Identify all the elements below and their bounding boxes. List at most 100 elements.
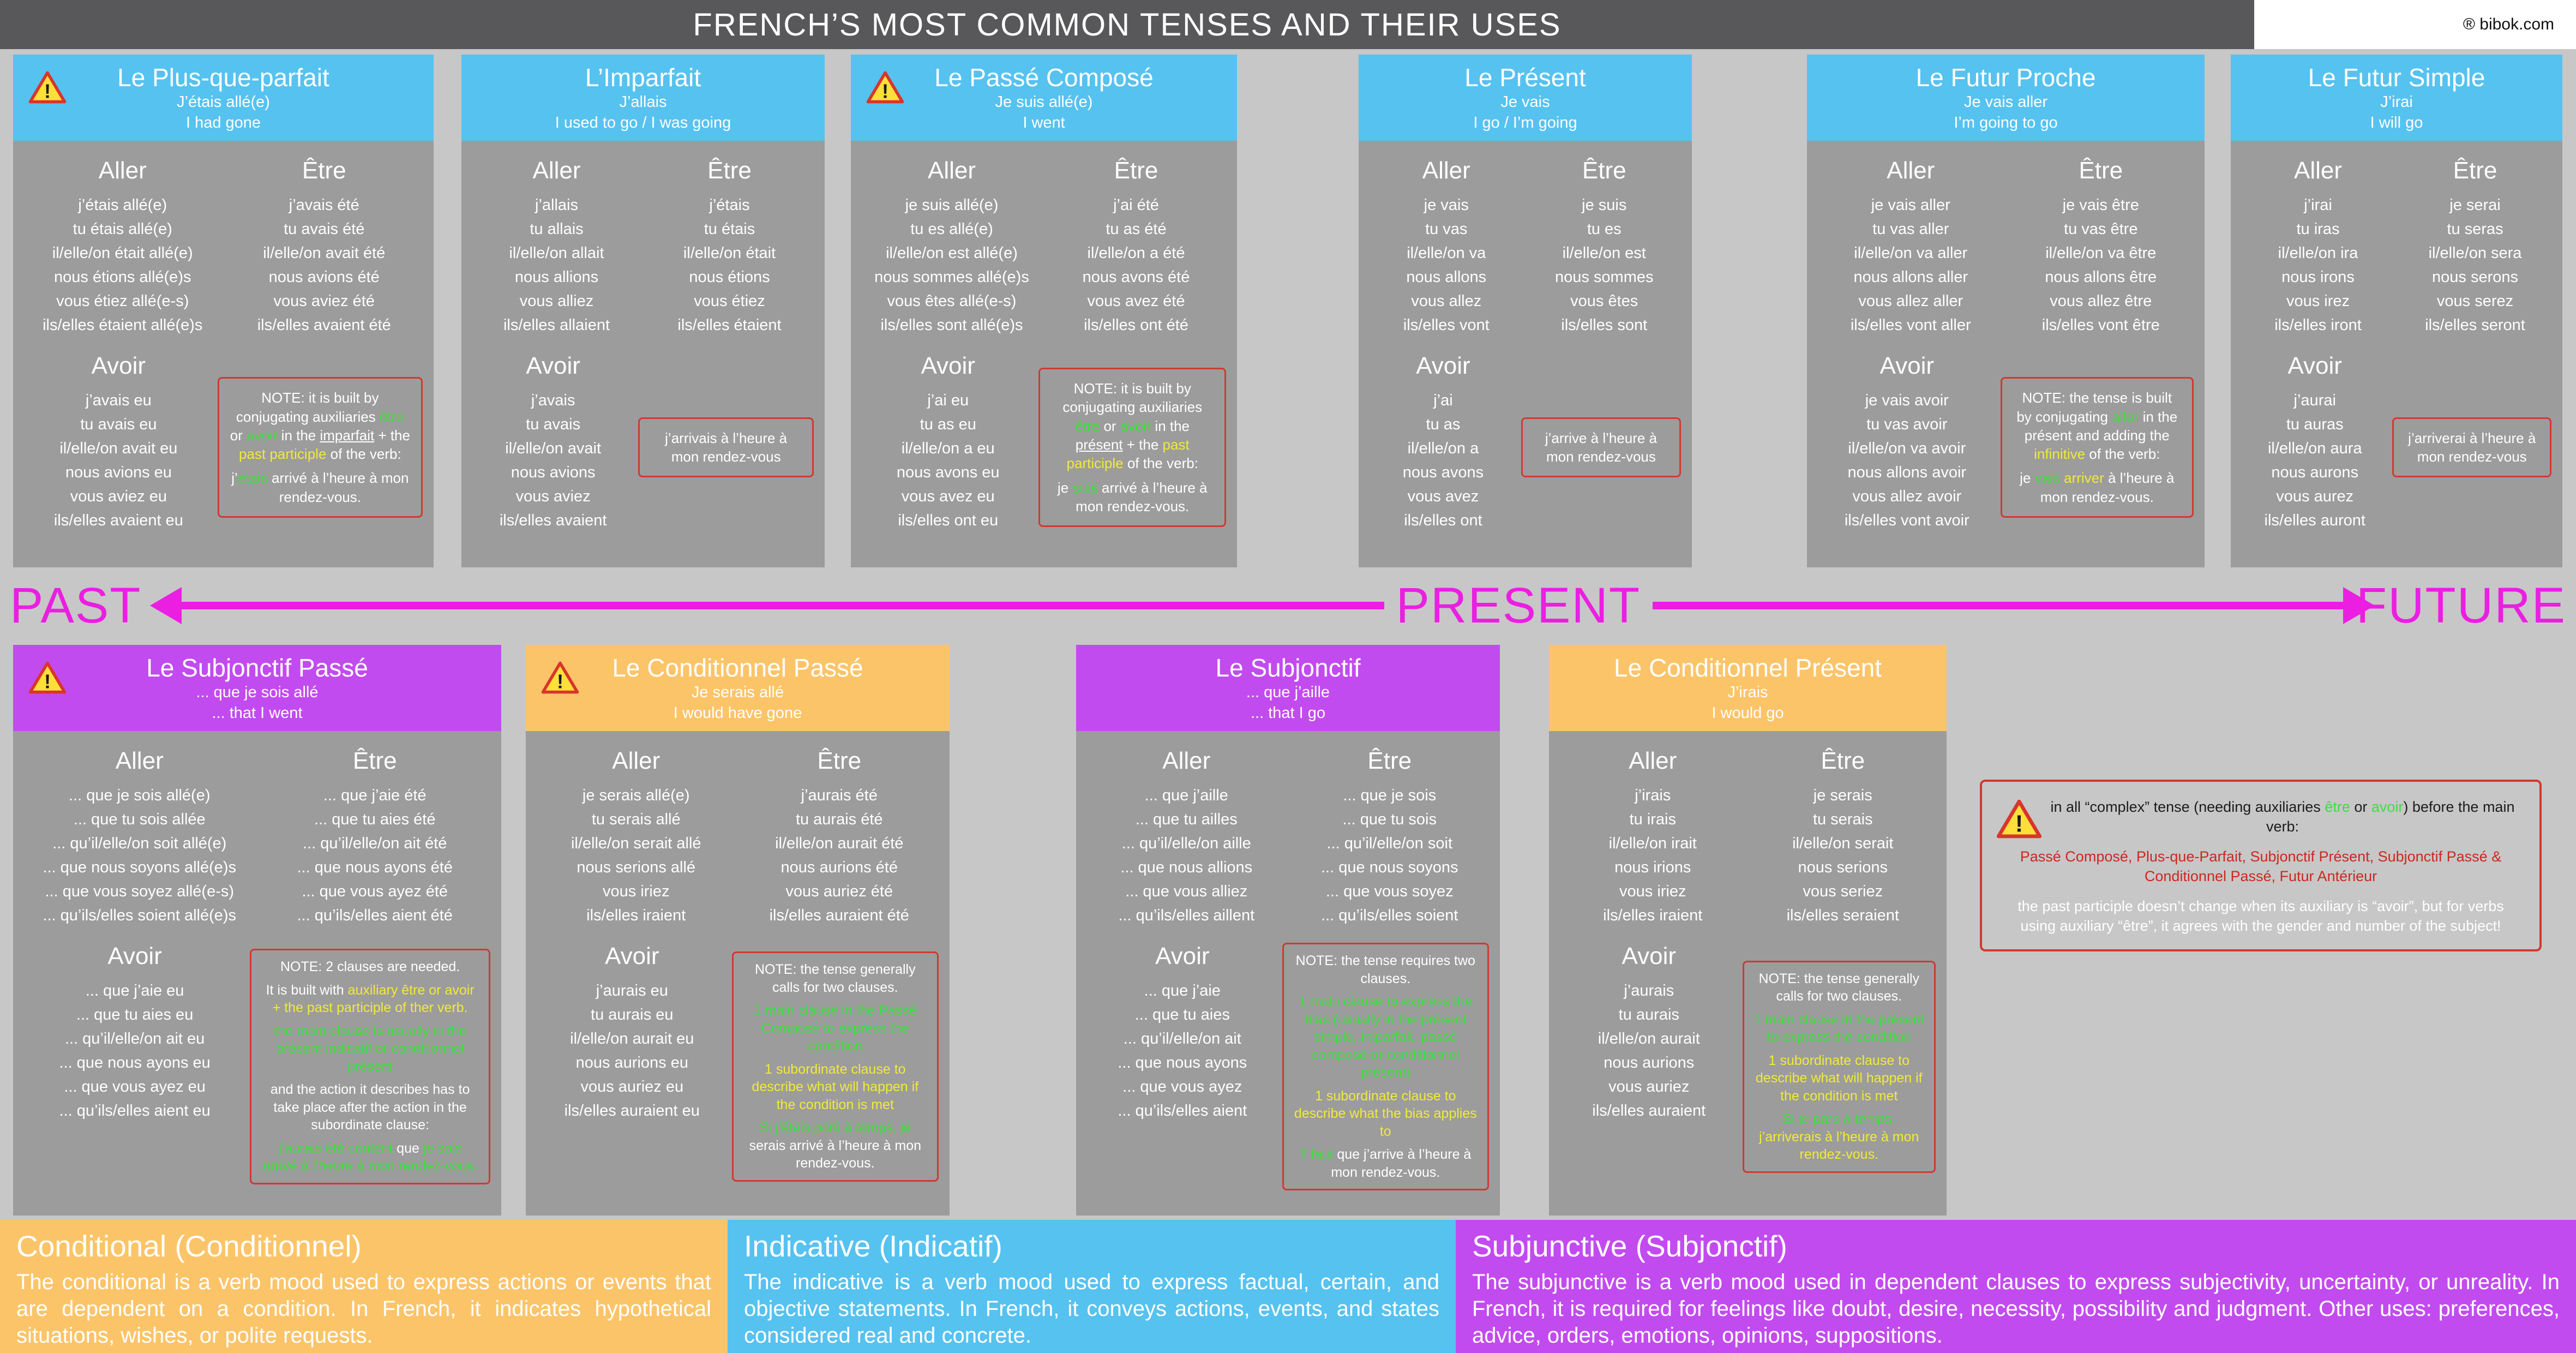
conjugation-line: nous avons eu <box>896 464 1000 482</box>
note-segment: arrivé à l’heure à mon rendez-vous. <box>267 470 409 505</box>
conjugation-line: ... que j’aille <box>1144 787 1228 805</box>
conjugation-line: il/elle/on irait <box>1608 835 1697 853</box>
conjugation-line: je vais <box>1424 196 1469 214</box>
etre-conjugation: Être... que je sois... que tu sois... qu… <box>1288 733 1492 927</box>
conjugation-line: il/elle/on a été <box>1087 244 1185 262</box>
conjugation-line: vous seriez <box>1803 883 1883 901</box>
conjugation-line: ils/elles vont être <box>2041 316 2160 334</box>
timeline-past-label: PAST <box>10 577 142 633</box>
conjugation-line: il/elle/on était <box>683 244 776 262</box>
timeline-future-label: FUTURE <box>2356 577 2566 633</box>
tense-title: Le Futur Simple <box>2308 63 2485 92</box>
usage-note: j’arrive à l’heure à mon rendez-vous <box>1521 417 1681 478</box>
note-line: NOTE: 2 clauses are needed. <box>260 958 480 976</box>
note-line: 1 main clause to express the bias (usual… <box>1293 993 1479 1082</box>
conjugation-line: ... que vous soyez allé(e-s) <box>45 883 235 901</box>
verb-heading-etre: Être <box>302 157 346 184</box>
conjugation-line: vous allez avoir <box>1852 488 1962 506</box>
conjugation-line: vous aviez été <box>273 292 375 310</box>
conjugation-line: ... que tu aies <box>1134 1006 1230 1024</box>
conjugation-line: j’avais été <box>289 196 359 214</box>
tense-title: Le Passé Composé <box>934 63 1154 92</box>
note-segment: être <box>1075 417 1100 434</box>
aller-conjugation: Aller... que j’aille... que tu ailles...… <box>1085 733 1288 927</box>
mood-description: The subjunctive is a verb mood used in d… <box>1472 1270 2560 1348</box>
verb-heading-avoir: Avoir <box>107 943 162 970</box>
note-segment: 1 subordinate clause to describe what th… <box>1294 1088 1477 1139</box>
brand-mark: ® bibok.com <box>2463 15 2554 33</box>
verb-heading-aller: Aller <box>1162 747 1211 775</box>
conjugation-line: vous êtes <box>1570 292 1638 310</box>
note-segment: NOTE: the tense generally calls for two … <box>1758 971 1920 1004</box>
note-segment: past participle <box>238 446 327 463</box>
conjugation-line: ... que nous allions <box>1120 859 1253 877</box>
verb-heading-avoir: Avoir <box>605 943 659 970</box>
conjugation-line: vous aviez <box>515 488 591 506</box>
usage-note: NOTE: the tense generally calls for two … <box>1742 960 1936 1173</box>
conjugation-line: tu aurais été <box>795 811 883 829</box>
note-segment: or <box>2350 799 2371 815</box>
tense-title: Le Futur Proche <box>1916 63 2096 92</box>
conjugation-line: nous sommes <box>1554 268 1654 286</box>
note-segment: avoir <box>1120 417 1151 434</box>
note-segment: or <box>230 427 247 444</box>
conjugation-line: ... que nous soyons <box>1321 859 1458 877</box>
tense-card-subjonctif-passe: !Le Subjonctif Passé... que je sois allé… <box>13 645 501 1216</box>
conjugation-line: tu vas avoir <box>1866 416 1948 434</box>
note-segment: avoir <box>2371 799 2404 815</box>
conjugation-line: ... que j’aie été <box>323 787 427 805</box>
conjugation-line: vous allez aller <box>1858 292 1963 310</box>
note-segment: ) before the main verb: <box>2266 799 2515 835</box>
mood-description: The indicative is a verb mood used to ex… <box>744 1270 1439 1348</box>
note-segment: in the présent and adding the <box>2024 408 2178 444</box>
tense-card-subjonctif: Le Subjonctif... que j’aille... that I g… <box>1076 645 1500 1216</box>
conjugation-line: tu étais allé(e) <box>73 220 172 238</box>
conjugation-line: nous étions <box>689 268 770 286</box>
conjugation-line: je vais avoir <box>1865 392 1949 410</box>
note-line: Passé Composé, Plus-que-Parfait, Subjonc… <box>2001 847 2521 887</box>
conjugation-line: ... que j’aie eu <box>85 982 184 1000</box>
note-segment: présent <box>1075 436 1123 453</box>
timeline: PAST PRESENT FUTURE <box>10 575 2566 636</box>
tense-example-en: I went <box>1023 113 1065 131</box>
note-line: NOTE: it is built by conjugating auxilia… <box>1051 379 1214 473</box>
usage-note: j’arriverai à l’heure à mon rendez-vous <box>2392 417 2551 478</box>
conjugation-line: vous étiez allé(e-s) <box>56 292 189 310</box>
note-segment: que j’arrive à l’heure à mon rendez-vous… <box>1331 1147 1472 1180</box>
tense-example-en: I’m going to go <box>1954 113 2058 131</box>
conjugation-line: vous avez eu <box>901 488 995 506</box>
tense-example-fr: Je serais allé <box>691 683 784 701</box>
note-segment: or <box>1100 417 1120 434</box>
tense-title: Le Subjonctif <box>1215 654 1361 682</box>
aller-forms: ... que je sois allé(e)... que tu sois a… <box>22 783 257 927</box>
conjugation-line: ... que tu aies eu <box>76 1006 194 1024</box>
conjugation-line: ... qu’il/elle/on ait été <box>303 835 447 853</box>
note-segment: serais arrivé à l’heure à mon rendez-vou… <box>749 1138 921 1171</box>
conjugation-line: vous serez <box>2436 292 2514 310</box>
note-line: the past participle doesn’t change when … <box>2001 896 2521 936</box>
conjugation-line: ... qu’ils/elles aient <box>1118 1102 1247 1120</box>
verb-heading-etre: Être <box>352 747 397 775</box>
mood-title: Indicative (Indicatif) <box>744 1229 1002 1263</box>
card-bottom-area: Avoir... que j’aie eu... que tu aies eu.… <box>22 929 493 1205</box>
conjugation-line: j’irais <box>1635 787 1671 805</box>
conjugation-line: ... que vous soyez <box>1325 883 1454 901</box>
conjugation-line: j’ai été <box>1113 196 1159 214</box>
mood-title: Conditional (Conditionnel) <box>16 1229 362 1263</box>
